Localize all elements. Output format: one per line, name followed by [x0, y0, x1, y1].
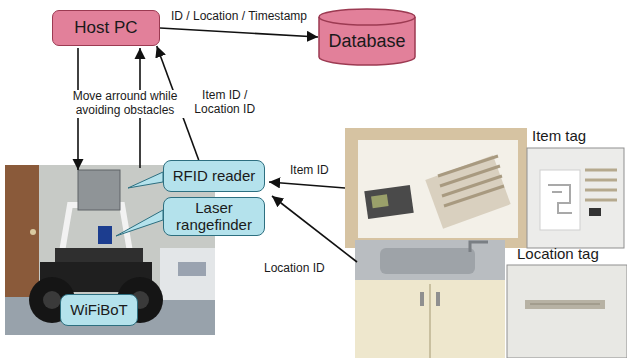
callout-box: Laser rangefinder [163, 197, 265, 236]
node-label: RFID reader [173, 168, 256, 185]
item-id-arrow [269, 182, 345, 188]
photo-label: Location tag [517, 245, 599, 262]
item-tag-photo [527, 148, 624, 248]
arrow-label: Location ID [262, 262, 327, 276]
arrow-label: Move arround while avoiding obstacles [48, 90, 202, 118]
node-label: WiFiBoT [70, 302, 128, 319]
host-box: Host PC [52, 10, 160, 46]
photo-label: Item tag [532, 127, 586, 144]
database-cylinder: Database [318, 8, 416, 66]
connector-arrow [160, 28, 318, 37]
arrow-label: Item ID [288, 164, 331, 178]
drawer-photo [345, 128, 527, 248]
sink-photo [355, 240, 505, 358]
edge-label: Item ID / Location ID [188, 89, 262, 117]
callout-box: RFID reader [163, 160, 265, 192]
location-id-arrow [272, 196, 357, 262]
node-label: Database [328, 32, 405, 52]
edge-label: ID / Location / Timestamp [169, 10, 309, 24]
node-label: Host PC [74, 19, 137, 38]
node-label: Laser rangefinder [169, 200, 259, 233]
location-tag-photo [507, 265, 627, 358]
callout-box: WiFiBoT [60, 294, 138, 326]
